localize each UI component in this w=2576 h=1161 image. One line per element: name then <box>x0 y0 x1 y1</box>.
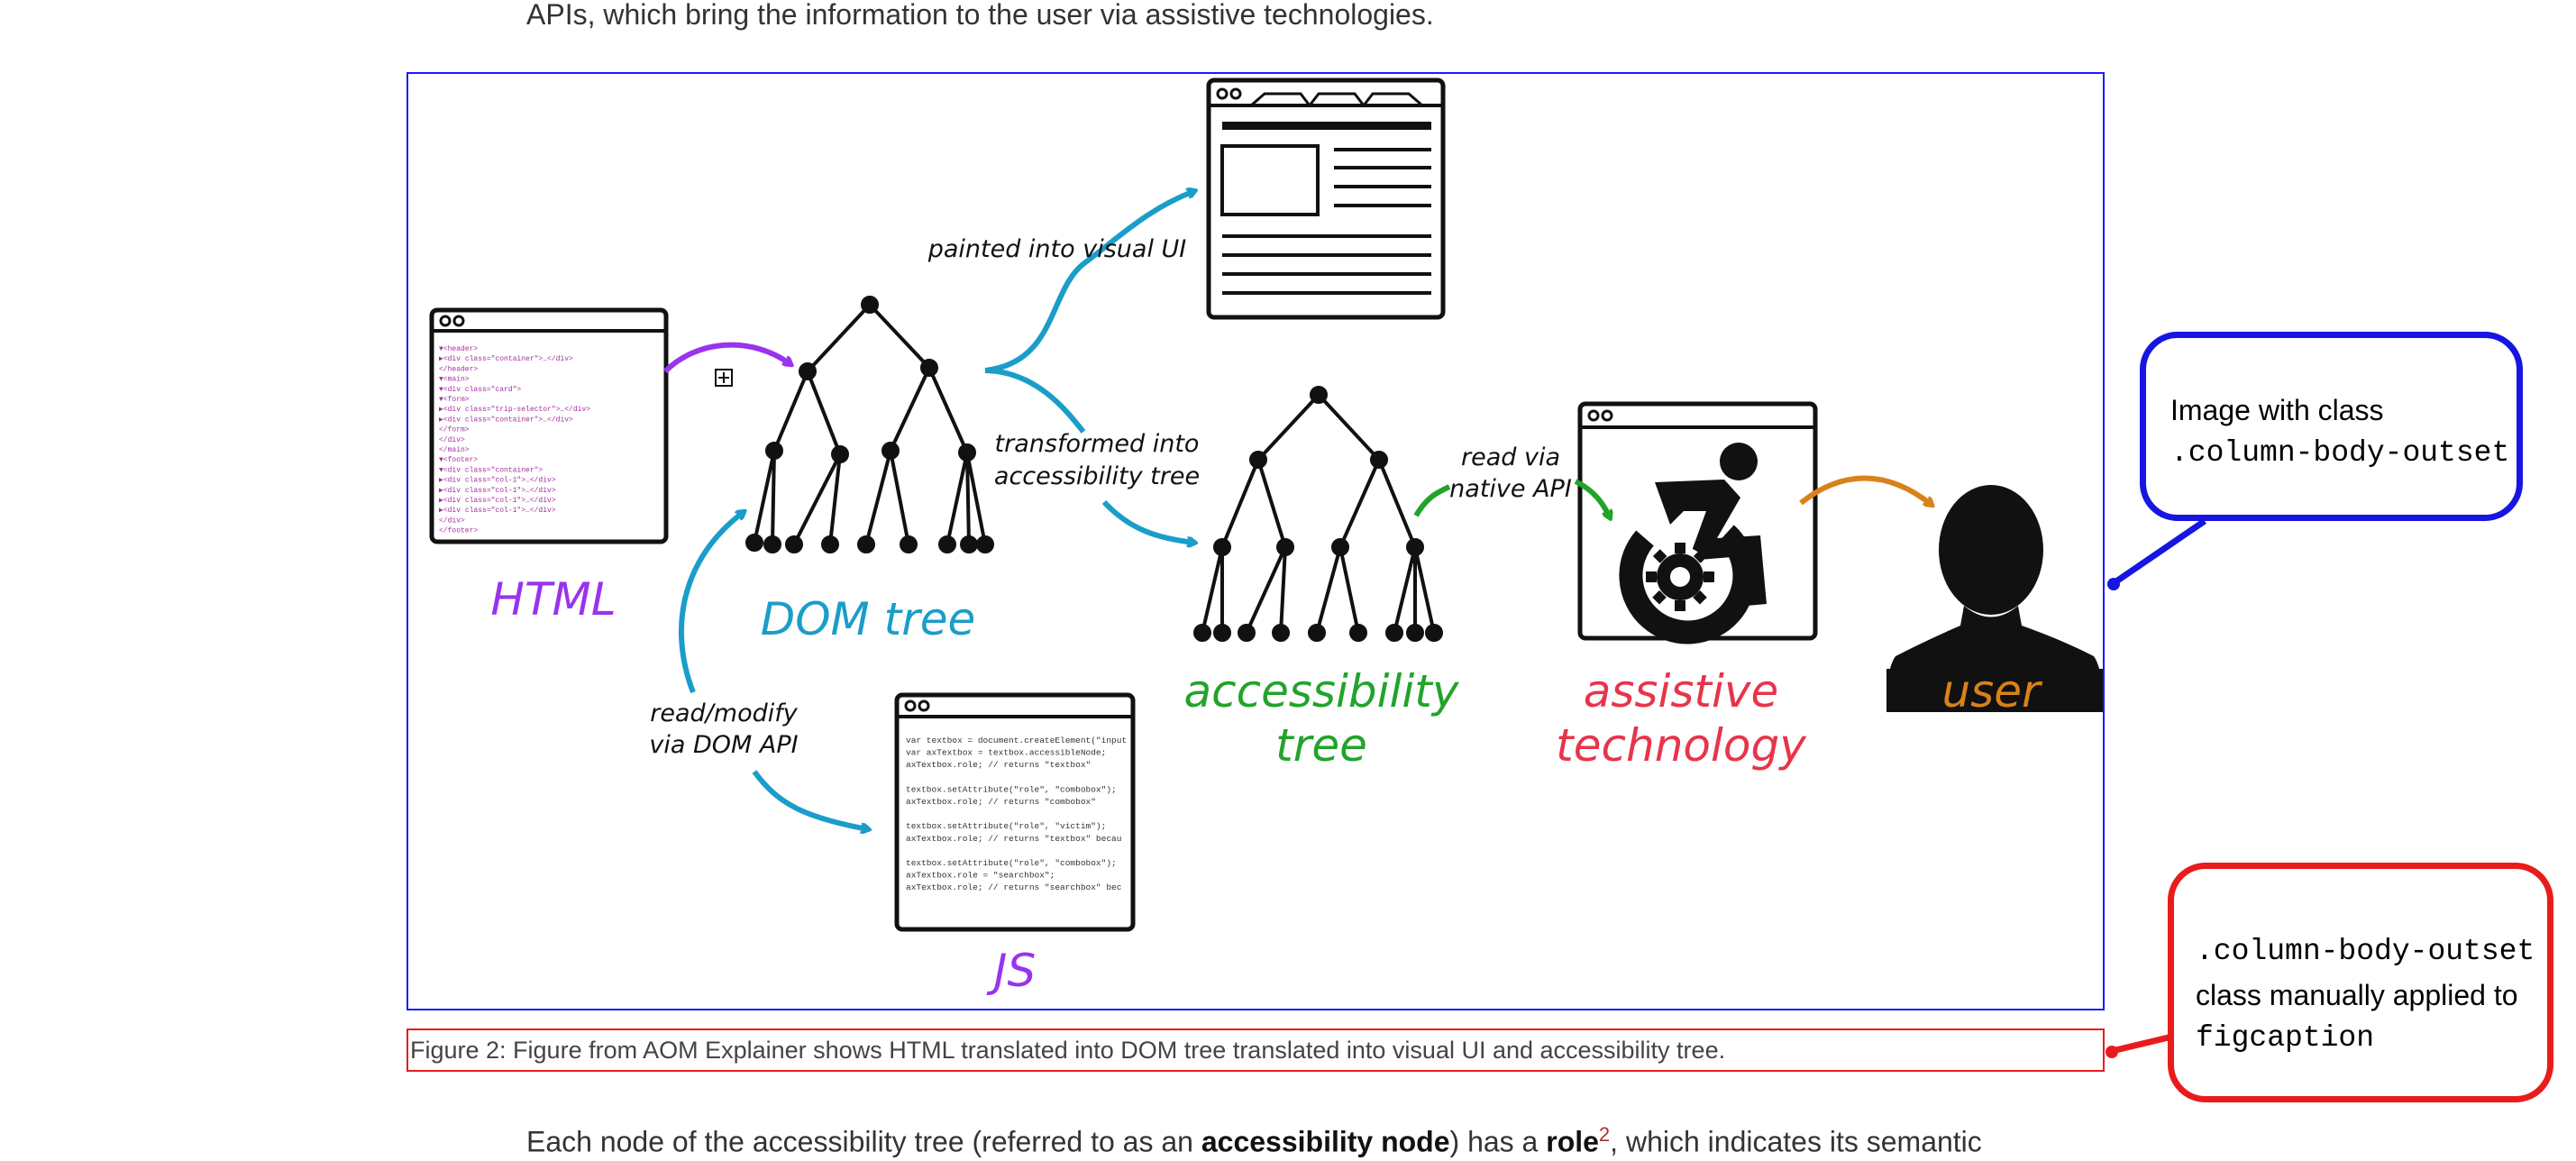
code-line: ▼<form> <box>439 396 470 404</box>
prose-text: Each node of the accessibility tree (ref… <box>526 1125 1201 1158</box>
at-to-user-arrow <box>1799 475 1932 506</box>
edge-transformed-1: transformed into <box>995 430 1200 458</box>
accessibility-to-at-arrow <box>1413 484 1451 517</box>
prose-bold-role: role <box>1546 1125 1599 1158</box>
prose-top-line: APIs, which bring the information to the… <box>526 0 1434 31</box>
callout-figcaption-class: .column-body-outset class manually appli… <box>2168 863 2553 1102</box>
prose-text: ) has a <box>1449 1125 1547 1158</box>
edge-read-native-2: native API <box>1449 475 1572 503</box>
callout-image-class: Image with class .column-body-outset <box>2140 332 2523 521</box>
html-window: ▼<header> ▶<div class="container">…</div… <box>429 307 669 544</box>
edge-transformed-2: accessibility tree <box>994 462 1200 490</box>
code-line: </header> <box>439 365 478 373</box>
code-line: ▶<div class="col-1">…</div> <box>439 477 556 485</box>
expand-icon[interactable] <box>715 369 733 387</box>
callout-red-line2: class manually applied to <box>2196 979 2518 1011</box>
footnote-link[interactable]: 2 <box>1598 1123 1611 1146</box>
code-line: axTextbox.role; // returns "searchbox" b… <box>906 882 1122 892</box>
label-html: HTML <box>490 573 616 626</box>
code-line: ▶<div class="col-1">…</div> <box>439 507 556 515</box>
callout-red-line3: figcaption <box>2196 1021 2375 1055</box>
dom-to-accessibility-arrow <box>984 368 1086 434</box>
code-line: var textbox = document.createElement("in… <box>906 736 1127 745</box>
prose-bold-accessibility-node: accessibility node <box>1201 1125 1450 1158</box>
code-line: textbox.setAttribute("role", "victim"); <box>906 821 1106 831</box>
label-dom-tree: DOM tree <box>761 593 976 645</box>
prose-text: , which indicates its semantic <box>1610 1125 1982 1158</box>
accessibility-tree <box>1193 386 1443 642</box>
html-to-dom-arrow <box>662 342 790 374</box>
callout-blue-line1: Image with class <box>2170 394 2384 426</box>
code-line: ▶<div class="col-1">…</div> <box>439 487 556 495</box>
figure-caption: Figure 2: Figure from AOM Explainer show… <box>406 1028 2105 1072</box>
label-accessibility-tree-2: tree <box>1275 719 1367 772</box>
js-to-dom-arrow <box>678 512 744 694</box>
code-line: axTextbox.role; // returns "textbox" <box>906 760 1091 770</box>
label-assistive-2: technology <box>1556 719 1807 772</box>
code-line: ▼<div class="container"> <box>439 466 543 474</box>
code-line: axTextbox.role = "searchbox"; <box>906 871 1055 881</box>
accessibility-to-at-arrow-head <box>1574 479 1610 517</box>
code-line: axTextbox.role; // returns "textbox" bec… <box>906 834 1121 844</box>
figure-image: ▼<header> ▶<div class="container">…</div… <box>406 72 2105 1010</box>
label-accessibility-tree-1: accessibility <box>1184 665 1460 718</box>
code-line: ▼<header> <box>439 345 478 353</box>
callout-red-line1: .column-body-outset <box>2196 935 2535 968</box>
code-line: ▼<main> <box>439 376 470 384</box>
prose-bottom-line: Each node of the accessibility tree (ref… <box>526 1123 1982 1159</box>
callout-blue-line2: .column-body-outset <box>2170 436 2510 470</box>
label-assistive-1: assistive <box>1584 665 1779 718</box>
assistive-technology-window <box>1577 401 1818 644</box>
edge-read-native-1: read via <box>1461 443 1560 471</box>
code-line: textbox.setAttribute("role", "combobox")… <box>906 858 1117 868</box>
code-line: var axTextbox = textbox.accessibleNode; <box>906 748 1106 758</box>
code-line: ▶<div class="container">…</div> <box>439 416 573 424</box>
label-js: JS <box>986 945 1036 997</box>
dom-to-visual-arrow <box>984 191 1194 373</box>
code-line: ▼<div class="card"> <box>439 386 521 394</box>
code-line: axTextbox.role; // returns "combobox" <box>906 797 1096 807</box>
dom-to-js-arrow <box>752 770 868 829</box>
accessible-wheelchair-icon <box>1619 443 1767 644</box>
code-line: </main> <box>439 446 470 454</box>
dom-to-accessibility-arrow-tail <box>1101 499 1194 543</box>
code-line: ▶<div class="trip-selector">…</div> <box>439 406 590 414</box>
code-line: ▶<div class="container">…</div> <box>439 355 573 363</box>
user-silhouette-icon <box>1886 485 2103 712</box>
visual-ui-window <box>1206 78 1446 320</box>
edge-read-modify-2: via DOM API <box>649 731 798 759</box>
label-user: user <box>1941 665 2043 718</box>
dom-tree <box>745 296 994 553</box>
edge-read-modify-1: read/modify <box>650 699 798 727</box>
code-line: </footer> <box>439 527 478 535</box>
code-line: ▼<footer> <box>439 456 478 464</box>
code-line: </form> <box>439 426 470 434</box>
edge-painted: painted into visual UI <box>927 235 1187 263</box>
code-line: textbox.setAttribute("role", "combobox")… <box>906 784 1117 794</box>
code-line: </div> <box>439 517 465 525</box>
code-line: ▶<div class="col-1">…</div> <box>439 497 556 505</box>
code-line: </div> <box>439 436 465 444</box>
js-window: var textbox = document.createElement("in… <box>894 692 1136 932</box>
